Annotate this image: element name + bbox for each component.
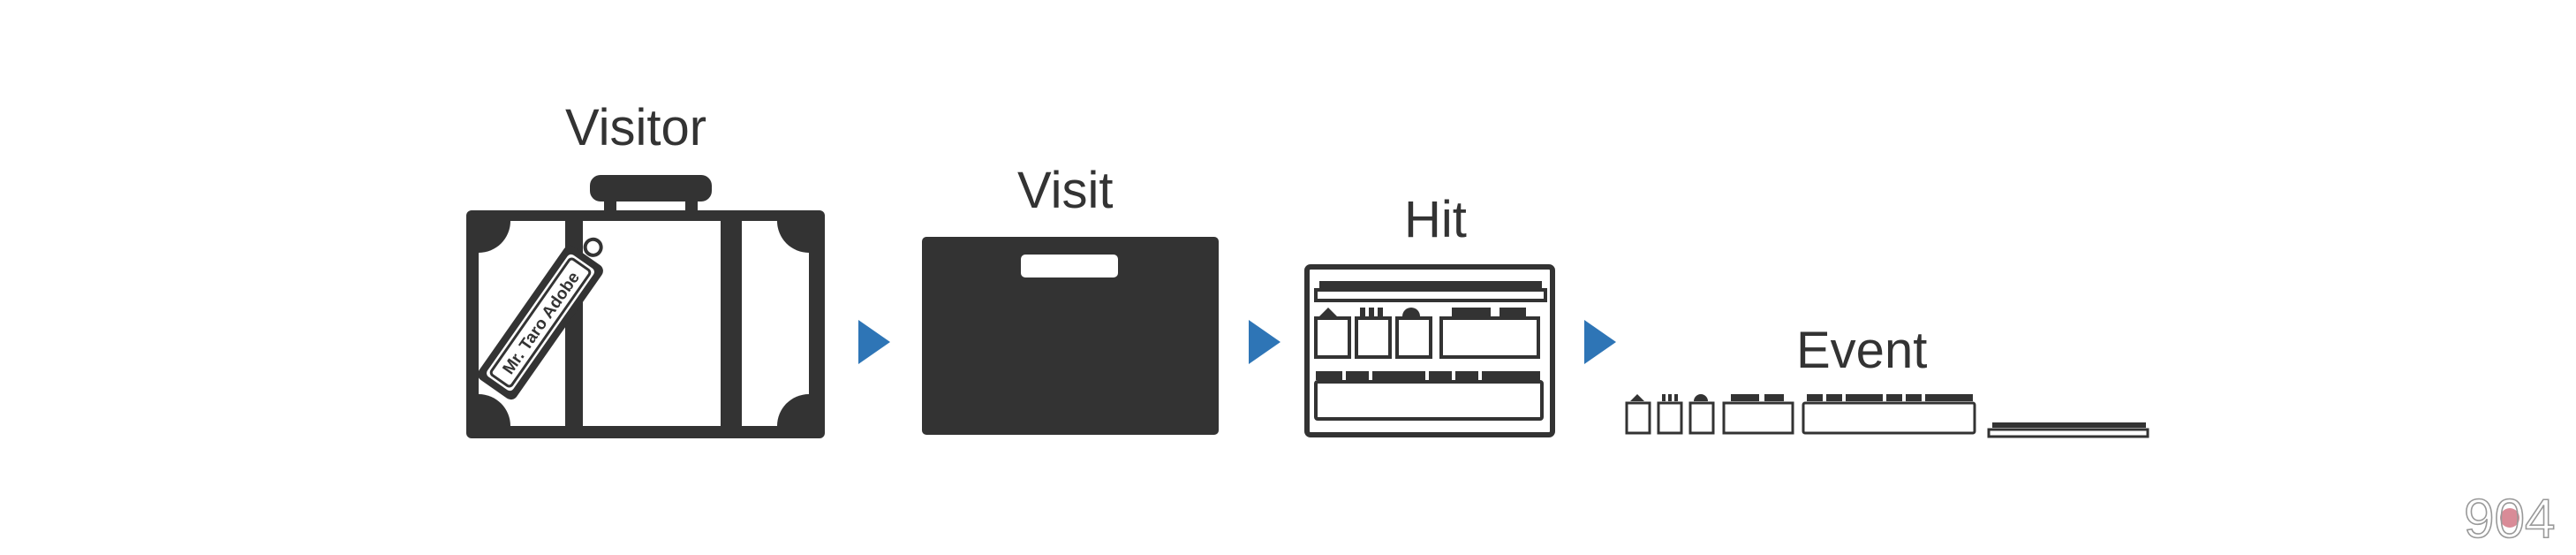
brand-logo-904: 904 <box>2463 488 2556 551</box>
stage-label-hit: Hit <box>1404 191 1467 248</box>
stage-label-event: Event <box>1796 322 1928 379</box>
arrow-right-icon <box>1584 320 1616 364</box>
stage-label-visitor: Visitor <box>565 99 707 156</box>
case-icon <box>922 237 1219 435</box>
unpacked-items-icon <box>1625 394 2149 438</box>
suitcase-icon: Mr. Taro Adobe <box>466 175 825 438</box>
logo-lettering: 904 <box>2464 489 2555 550</box>
stage-label-visit: Visit <box>1017 162 1114 219</box>
arrow-right-icon <box>1249 320 1280 364</box>
packed-case-icon <box>1304 264 1555 437</box>
arrow-right-icon <box>858 320 890 364</box>
